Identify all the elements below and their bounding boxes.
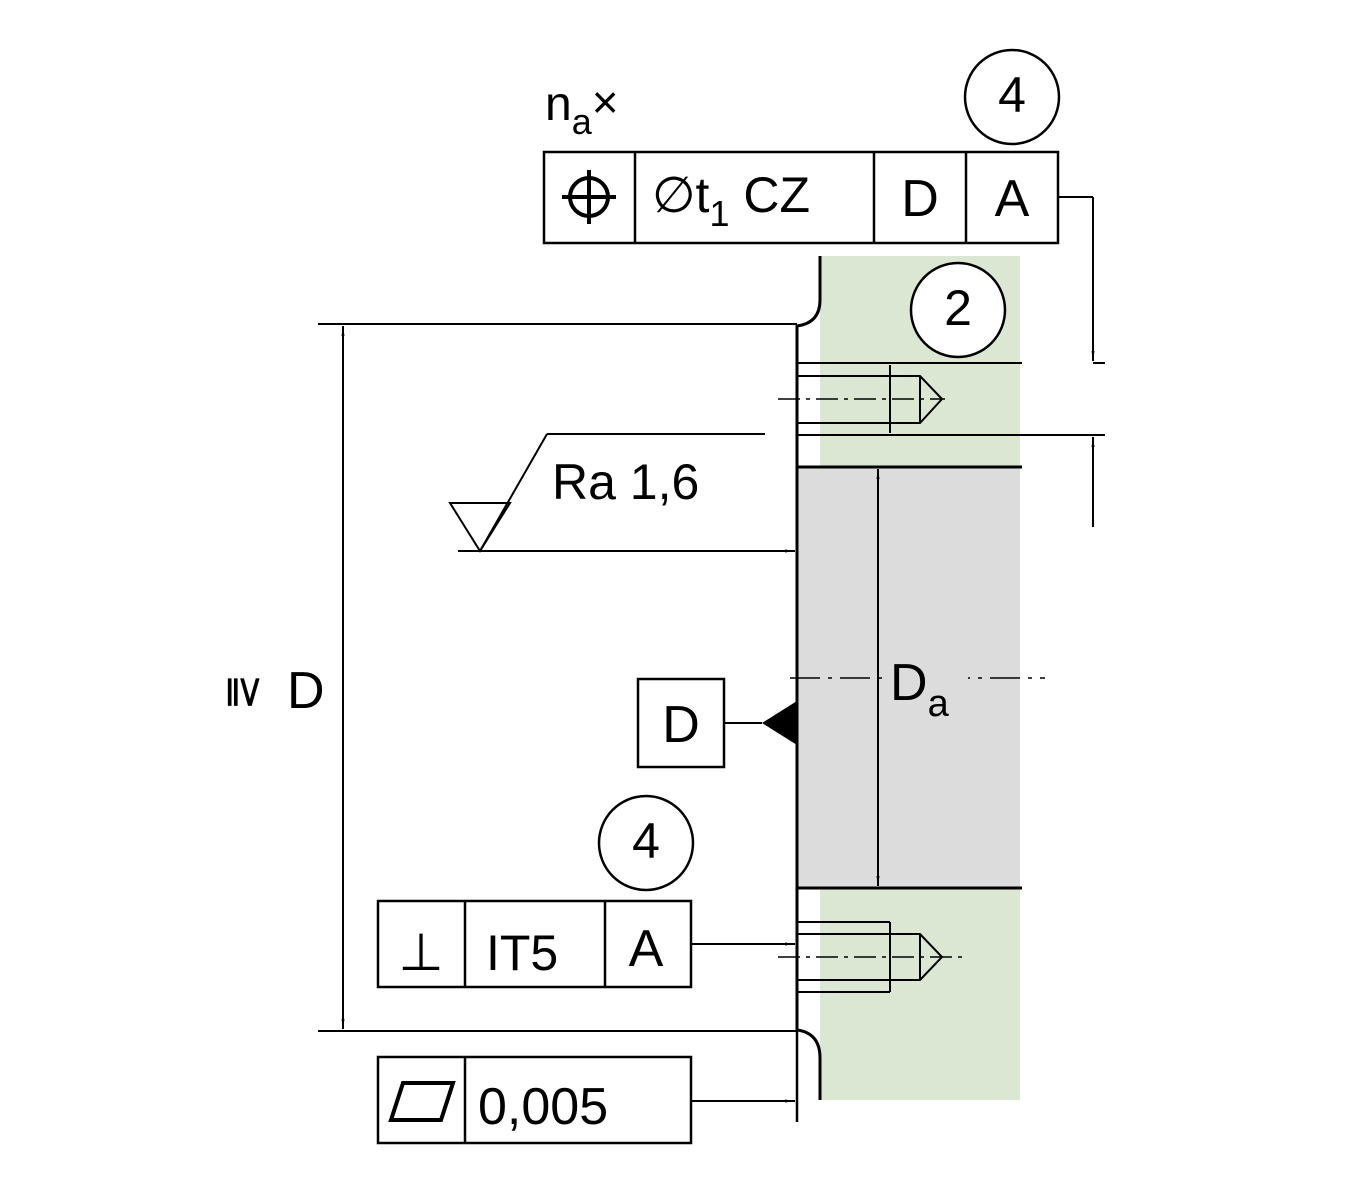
perpendicularity-frame: 4 ⊥ IT5 A <box>376 794 795 989</box>
datum-feature-label: D <box>662 696 700 754</box>
perpendicularity-datum: A <box>629 920 664 978</box>
flatness-symbol-icon <box>388 1081 456 1122</box>
perpendicularity-symbol: ⊥ <box>398 924 443 982</box>
bore-diameter-label: Da <box>890 654 950 725</box>
flatness-frame: 0,005 <box>376 1055 795 1145</box>
perpendicularity-tolerance: IT5 <box>486 925 558 981</box>
tapped-hole-top <box>778 362 1105 436</box>
roughness-label: Ra 1,6 <box>552 454 699 510</box>
flatness-tolerance: 0,005 <box>478 1078 608 1136</box>
position-datum-2: A <box>995 170 1030 228</box>
hole-balloon-number: 2 <box>944 280 972 336</box>
perpendicularity-balloon-number: 4 <box>632 813 660 869</box>
position-balloon: 4 <box>963 48 1061 146</box>
position-balloon-number: 4 <box>998 67 1026 123</box>
hole-position-dimension <box>1058 196 1105 527</box>
surface-finish-symbol: Ra 1,6 <box>448 433 795 553</box>
outer-diameter-dimension: ≧ D <box>221 323 797 1032</box>
outer-diameter-label: D <box>287 662 325 720</box>
datum-feature-d: D <box>636 677 797 769</box>
position-datum-1: D <box>901 170 939 228</box>
outer-diameter-relation: ≧ <box>221 674 270 711</box>
datum-triangle-icon <box>762 701 797 745</box>
hole-balloon: 2 <box>909 261 1007 359</box>
position-tolerance-value: ∅t1 CZ <box>652 167 810 234</box>
multiplier-label: na× <box>545 76 619 142</box>
bore-diameter-subscript: a <box>928 683 950 725</box>
bore-diameter-dimension: Da <box>876 469 968 886</box>
perpendicularity-balloon: 4 <box>597 794 695 892</box>
tapped-hole-bottom <box>778 921 962 993</box>
position-tolerance-frame: na× 4 ∅t1 CZ D A <box>542 48 1061 245</box>
position-symbol-icon <box>562 170 616 224</box>
